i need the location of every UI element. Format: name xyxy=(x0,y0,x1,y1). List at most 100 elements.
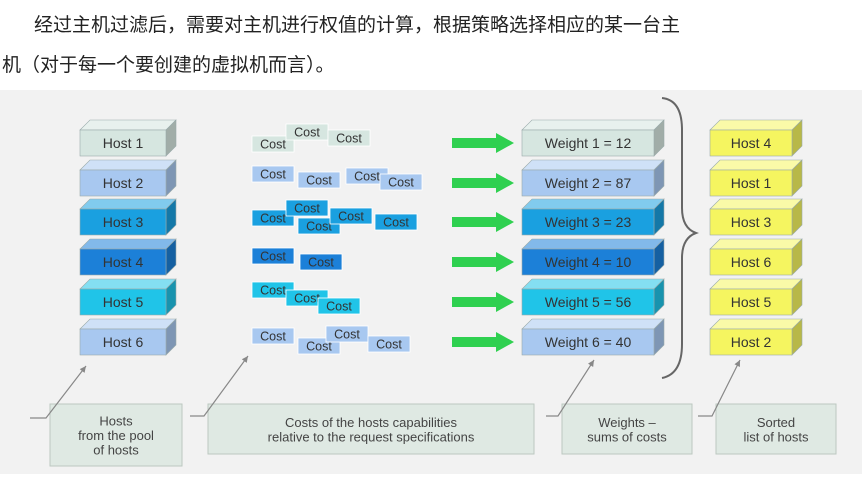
cost-chip-box xyxy=(374,213,418,231)
weight-box-3-front xyxy=(521,208,655,236)
caption-costs-line: Costs of the hosts capabilities xyxy=(285,415,457,430)
weight-box-4-front xyxy=(521,248,655,276)
caption-hosts-line: Hosts xyxy=(99,414,133,429)
host-box-4: Host 4 xyxy=(79,238,177,276)
cost-chip-label: Cost xyxy=(354,170,380,184)
cost-chip-box xyxy=(329,207,373,225)
cost-chip-label: Cost xyxy=(338,210,364,224)
cost-chip-label: Cost xyxy=(388,176,414,190)
sorted-host-box-1-label: Host 4 xyxy=(731,135,772,151)
pointer-line xyxy=(546,359,595,417)
intro-line-1: 经过主机过滤后，需要对主机进行权值的计算，根据策略选择相应的某一台主 xyxy=(34,14,681,36)
green-arrow xyxy=(452,332,514,352)
cost-chip-label: Cost xyxy=(260,250,286,264)
cost-chip: Cost xyxy=(251,165,295,183)
weight-box-2-top xyxy=(521,159,665,171)
cost-chip-box xyxy=(317,297,361,315)
pointer-arrowhead xyxy=(241,356,248,363)
sorted-host-box-4: Host 6 xyxy=(709,238,803,276)
sorted-host-box-2-top xyxy=(709,159,803,171)
cost-chip-box xyxy=(325,325,369,343)
host-box-5-label: Host 5 xyxy=(103,294,144,310)
weight-box-6: Weight 6 = 40 xyxy=(521,318,665,356)
caption-weights-box xyxy=(561,403,693,455)
pointer-arrowhead xyxy=(79,366,86,373)
sorted-host-box-4-front xyxy=(709,248,793,276)
cost-chip: Cost xyxy=(297,217,341,235)
weighting-diagram: Host 1 Host 2 Host 3 Host 4 Host 5 Host 6 Cost… xyxy=(0,90,862,474)
weight-box-3-top xyxy=(521,198,665,210)
sorted-host-box-4-label: Host 6 xyxy=(731,254,772,270)
host-box-3-label: Host 3 xyxy=(103,214,144,230)
cost-chip: Cost xyxy=(379,173,423,191)
host-box-2-label: Host 2 xyxy=(103,175,144,191)
cost-chip-box xyxy=(327,129,371,147)
host-box-1-label: Host 1 xyxy=(103,135,144,151)
cost-chip-label: Cost xyxy=(334,328,360,342)
sorted-host-box-3: Host 3 xyxy=(709,198,803,236)
cost-chip-box xyxy=(299,253,343,271)
cost-chip: Cost xyxy=(251,247,295,265)
cost-chip: Cost xyxy=(285,199,329,217)
caption-costs-box xyxy=(207,403,535,455)
weight-box-1: Weight 1 = 12 xyxy=(521,119,665,157)
sorted-host-box-5: Host 5 xyxy=(709,278,803,316)
sorted-host-box-6: Host 2 xyxy=(709,318,803,356)
host-box-4-label: Host 4 xyxy=(103,254,144,270)
weight-box-6-label: Weight 6 = 40 xyxy=(545,334,632,350)
pointer-arrowhead xyxy=(588,360,594,367)
weight-box-3-label: Weight 3 = 23 xyxy=(545,214,632,230)
caption-hosts-line: from the pool xyxy=(78,428,154,443)
cost-chip: Cost xyxy=(317,297,361,315)
weight-box-4-top xyxy=(521,238,665,250)
pointer-line xyxy=(30,365,87,419)
cost-chip-box xyxy=(251,165,295,183)
caption-sorted-box xyxy=(715,403,837,455)
host-box-1-front xyxy=(79,129,167,157)
weight-box-6-top xyxy=(521,318,665,330)
cost-chip-label: Cost xyxy=(260,138,286,152)
host-box-3-top xyxy=(79,198,177,210)
weight-box-3: Weight 3 = 23 xyxy=(521,198,665,236)
cost-chip: Cost xyxy=(329,207,373,225)
sorted-host-box-6-top xyxy=(709,318,803,330)
grouping-brace xyxy=(661,97,699,379)
caption-hosts-line: of hosts xyxy=(93,443,139,458)
sorted-host-box-2: Host 1 xyxy=(709,159,803,197)
sorted-host-box-1: Host 4 xyxy=(709,119,803,157)
sorted-host-box-5-label: Host 5 xyxy=(731,294,772,310)
weight-box-2: Weight 2 = 87 xyxy=(521,159,665,197)
cost-chip: Cost xyxy=(285,289,329,307)
cost-chip-label: Cost xyxy=(306,174,332,188)
weight-box-1-front xyxy=(521,129,655,157)
caption-weights-line: sums of costs xyxy=(587,429,667,444)
cost-chip-label: Cost xyxy=(306,340,332,354)
host-box-4-top xyxy=(79,238,177,250)
cost-chip: Cost xyxy=(251,135,295,153)
weight-box-1-label: Weight 1 = 12 xyxy=(545,135,632,151)
cost-chip-label: Cost xyxy=(294,126,320,140)
cost-chip-label: Cost xyxy=(308,256,334,270)
weight-box-5: Weight 5 = 56 xyxy=(521,278,665,316)
cost-chip: Cost xyxy=(251,327,295,345)
weight-box-1-top xyxy=(521,119,665,131)
host-box-6-label: Host 6 xyxy=(103,334,144,350)
weight-box-2-front xyxy=(521,169,655,197)
host-box-2: Host 2 xyxy=(79,159,177,197)
cost-chip-label: Cost xyxy=(326,300,352,314)
host-box-5: Host 5 xyxy=(79,278,177,316)
sorted-host-box-2-front xyxy=(709,169,793,197)
cost-chip: Cost xyxy=(345,167,389,185)
sorted-host-box-5-front xyxy=(709,288,793,316)
pointer-line xyxy=(190,355,249,417)
sorted-host-box-3-top xyxy=(709,198,803,210)
caption-hosts-box xyxy=(49,403,183,467)
host-box-6: Host 6 xyxy=(79,318,177,356)
host-box-6-front xyxy=(79,328,167,356)
cost-chip-label: Cost xyxy=(260,168,286,182)
weighting-diagram-svg: Host 1 Host 2 Host 3 Host 4 Host 5 Host 6 Cost… xyxy=(30,97,837,467)
cost-chip-box xyxy=(251,135,295,153)
cost-chip: Cost xyxy=(251,281,295,299)
cost-chip: Cost xyxy=(285,123,329,141)
sorted-host-box-2-label: Host 1 xyxy=(731,175,772,191)
